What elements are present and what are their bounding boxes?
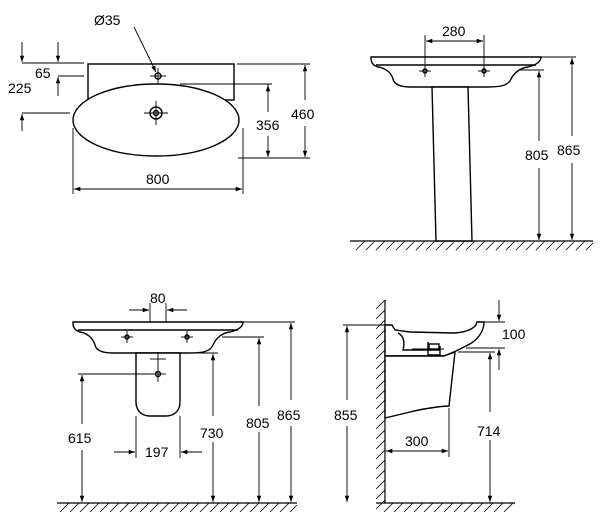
waste-outlet-icon [150, 352, 166, 382]
siphon-icon [412, 342, 444, 356]
front-pedestal-view: 280 805 865 [350, 23, 594, 251]
label-depth-100: 100 [502, 326, 526, 342]
label-height-615: 615 [68, 430, 92, 446]
label-total-depth-460: 460 [291, 106, 315, 122]
tap-hole-left-icon [121, 331, 133, 343]
side-view: 855 100 714 300 [334, 299, 526, 513]
basin-side-profile [384, 321, 485, 357]
top-view: Ø35 65 225 356 460 800 [8, 12, 315, 194]
label-width-80: 80 [150, 290, 166, 306]
semi-pedestal-side [384, 350, 456, 419]
drain-icon [144, 101, 168, 125]
label-projection-300: 300 [405, 433, 429, 449]
label-depth-65: 65 [35, 65, 51, 81]
tap-hole-right-icon [478, 65, 490, 77]
label-depth-225: 225 [8, 80, 32, 96]
basin-front-profile [370, 56, 542, 88]
label-height-855: 855 [334, 407, 358, 423]
semi-pedestal [135, 352, 181, 417]
pedestal [431, 86, 473, 242]
label-width-280: 280 [442, 23, 466, 39]
floor-hatch [59, 502, 298, 513]
label-rim-height-805: 805 [246, 415, 270, 431]
tap-hole-right-icon [181, 331, 193, 343]
wall-hatch [375, 299, 386, 510]
label-rim-height-805: 805 [525, 147, 549, 163]
floor-hatch [383, 502, 514, 513]
tap-hole-left-icon [419, 65, 431, 77]
front-semipedestal-view: 80 615 197 730 805 865 [57, 290, 301, 513]
label-top-height-865: 865 [557, 142, 581, 158]
label-width-197: 197 [145, 444, 169, 460]
label-diameter-35: Ø35 [94, 12, 121, 28]
label-bowl-depth-356: 356 [256, 117, 280, 133]
label-height-714: 714 [477, 423, 501, 439]
label-height-730: 730 [200, 425, 224, 441]
floor-hatch [355, 240, 594, 251]
tap-hole-icon [150, 68, 166, 84]
label-top-height-865: 865 [277, 407, 301, 423]
basin-front-profile [72, 321, 244, 354]
label-width-800: 800 [146, 171, 170, 187]
